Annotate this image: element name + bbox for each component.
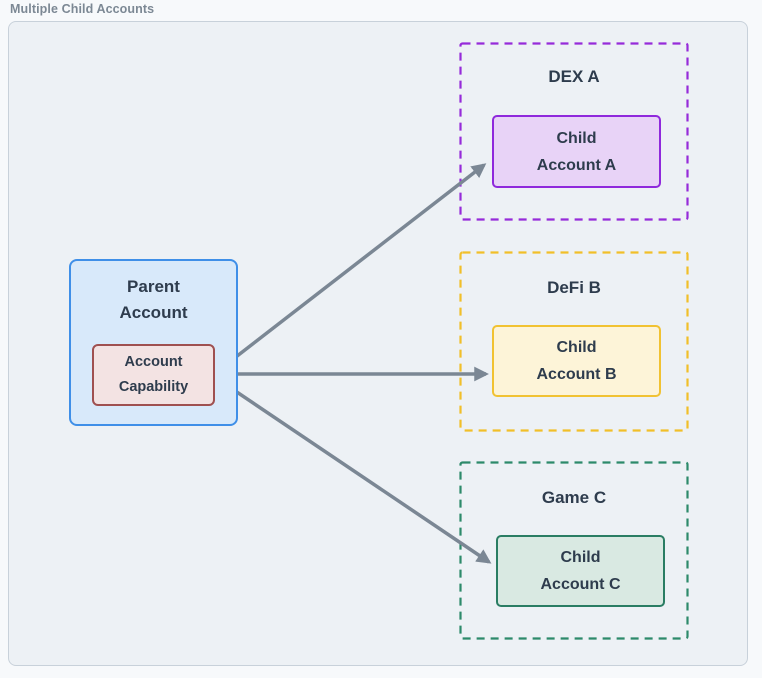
diagram-title: Multiple Child Accounts: [10, 2, 155, 16]
parent-account-label-line: Account: [119, 303, 188, 322]
child-account-b-label-line: Account B: [536, 366, 617, 383]
child-account-a-label-line: Child: [556, 129, 597, 147]
account-capability-box: Account Capability: [92, 344, 215, 406]
child-account-c-box: Child Account C: [496, 535, 665, 607]
child-account-a-label-line: Account A: [536, 156, 617, 174]
child-account-b-label-line: Child: [556, 339, 597, 356]
child-account-c-label-line: Account C: [540, 576, 621, 593]
child-account-c-label-line: Child: [560, 549, 601, 566]
env-game-c-label: Game C: [541, 488, 607, 507]
env-dex-a-label: DEX A: [548, 67, 600, 86]
parent-account-label-line: Parent: [127, 277, 180, 296]
account-capability-label-line: Account: [124, 354, 183, 370]
child-account-a-box: Child Account A: [492, 115, 661, 188]
env-defi-b-label: DeFi B: [547, 278, 601, 297]
child-account-b-box: Child Account B: [492, 325, 661, 397]
account-capability-label-line: Capability: [118, 379, 189, 395]
parent-account-label: Parent Account: [120, 274, 188, 326]
